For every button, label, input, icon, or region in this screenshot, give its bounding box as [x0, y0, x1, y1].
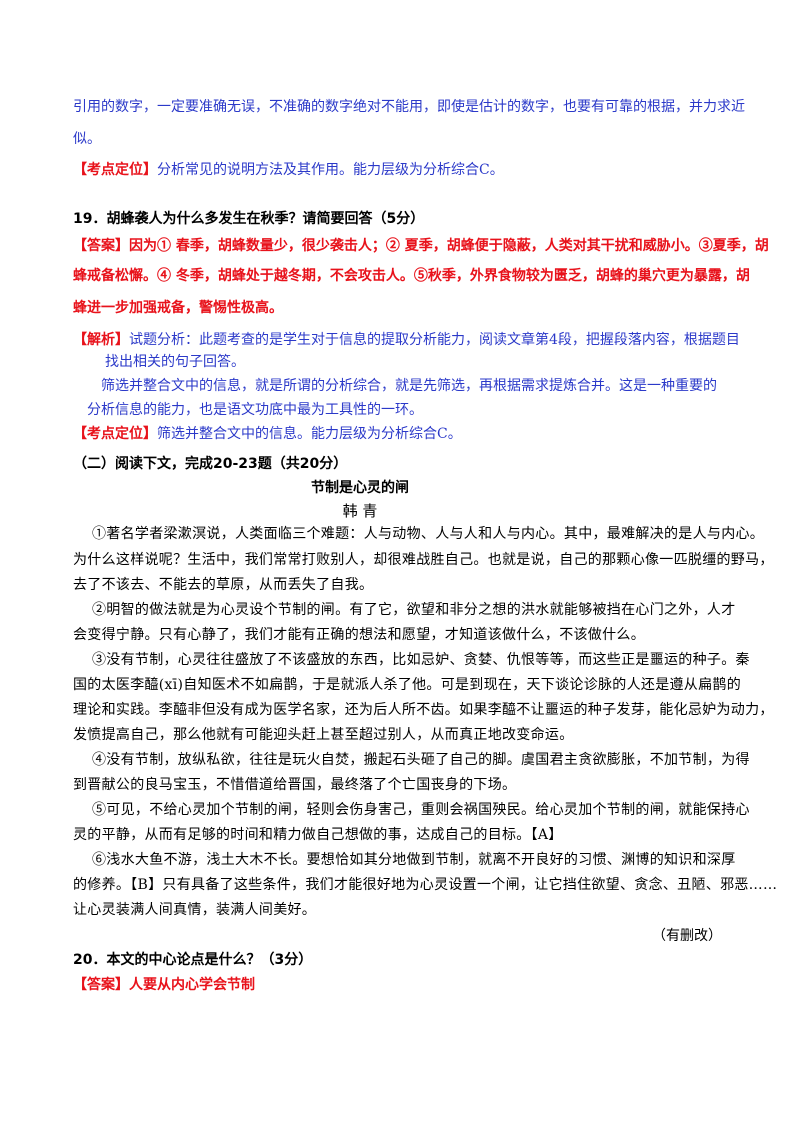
article-p6-line-2: 的修养。【B】只有具备了这些条件，我们才能很好地为心灵设置一个闸，让它挡住欲望、… — [73, 877, 778, 893]
article-author: 韩 青 — [342, 502, 378, 520]
q19-answer-line-3: 蜂进一步加强戒备，警惕性极高。 — [73, 300, 283, 316]
article-p3-line-2: 国的太医李醯(xī)自知医术不如扁鹊，于是就派人杀了他。可是到现在，天下谈论诊脉… — [73, 677, 741, 693]
q19-answer-line-1: 【答案】因为① 春季，胡蜂数量少，很少袭击人；② 夏季，胡蜂便于隐蔽，人类对其干… — [73, 236, 769, 256]
intro-line-2: 似。 — [73, 131, 101, 147]
article-p3-line-1: ③没有节制，心灵往往盛放了不该盛放的东西，比如忌妒、贪婪、仇恨等等，而这些正是噩… — [92, 652, 750, 668]
article-p1-line-1: ①著名学者梁漱溟说，人类面临三个难题：人与动物、人与人和人与内心。其中，最难解决… — [92, 526, 765, 542]
article-p2-line-1: ②明智的做法就是为心灵设个节制的闸。有了它，欲望和非分之想的洪水就能够被挡在心门… — [92, 602, 736, 618]
article-p2-line-2: 会变得宁静。只有心静了，我们才能有正确的想法和愿望，才知道该做什么，不该做什么。 — [73, 627, 645, 643]
article-p5-line-1: ⑤可见，不给心灵加个节制的闸，轻则会伤身害己，重则会祸国殃民。给心灵加个节制的闸… — [92, 802, 750, 818]
article-p1-line-3: 去了不该去、不能去的草原，从而丢失了自我。 — [73, 577, 374, 593]
article-p6-line-1: ⑥浅水大鱼不游，浅土大木不长。要想恰如其分地做到节制，就离不开良好的习惯、渊博的… — [92, 852, 736, 868]
q19-kaodian-text: 筛选并整合文中的信息。能力层级为分析综合C。 — [157, 426, 462, 442]
q19-analysis-tag: 【解析】 — [73, 332, 129, 348]
q19-analysis-text-1: 试题分析：此题考查的是学生对于信息的提取分析能力，阅读文章第4段，把握段落内容，… — [129, 332, 740, 348]
q19-kaodian-tag: 【考点定位】 — [73, 426, 157, 442]
q19-question: 19．胡蜂袭人为什么多发生在秋季？请简要回答（5分） — [73, 211, 425, 227]
q19-answer-line-2: 蜂戒备松懈。④ 冬季，胡蜂处于越冬期，不会攻击人。⑤秋季，外界食物较为匮乏，胡蜂… — [73, 268, 750, 284]
kaodian-1-tag: 【考点定位】 — [73, 162, 157, 178]
q20-answer: 【答案】人要从内心学会节制 — [73, 975, 255, 995]
section-2-heading: （二）阅读下文，完成20-23题（共20分） — [73, 456, 348, 472]
article-title: 节制是心灵的闸 — [311, 480, 409, 496]
article-p5-line-2: 灵的平静，从而有足够的时间和精力做自己想做的事，达成自己的目标。【A】 — [73, 827, 563, 843]
article-p4-line-2: 到晋献公的良马宝玉，不惜借道给晋国，最终落了个亡国丧身的下场。 — [73, 777, 517, 793]
q19-kaodian: 【考点定位】筛选并整合文中的信息。能力层级为分析综合C。 — [73, 424, 462, 444]
q20-answer-tag: 【答案】 — [73, 977, 129, 993]
q19-analysis-line-3: 筛选并整合文中的信息，就是所谓的分析综合，就是先筛选，再根据需求提炼合并。这是一… — [101, 378, 717, 394]
article-p3-line-4: 发愤提高自己，那么他就有可能迎头赶上甚至超过别人，从而真正地改变命运。 — [73, 727, 574, 743]
article-p6-line-3: 让心灵装满人间真情，装满人间美好。 — [73, 902, 317, 918]
q20-answer-text: 人要从内心学会节制 — [129, 977, 255, 993]
q19-analysis-line-4: 分析信息的能力，也是语文功底中最为工具性的一环。 — [87, 402, 423, 418]
q19-analysis-line-2: 找出相关的句子回答。 — [105, 354, 245, 370]
q20-question: 20．本文的中心论点是什么？（3分） — [73, 952, 313, 968]
article-note: （有删改） — [652, 928, 722, 944]
article-p4-line-1: ④没有节制，放纵私欲，往往是玩火自焚，搬起石头砸了自己的脚。虞国君主贪欲膨胀，不… — [92, 752, 750, 768]
article-p1-line-2: 为什么这样说呢？生活中，我们常常打败别人，却很难战胜自己。也就是说，自己的那颗心… — [73, 552, 774, 568]
q19-answer-tag: 【答案】 — [73, 238, 129, 254]
q19-analysis-line-1: 【解析】试题分析：此题考查的是学生对于信息的提取分析能力，阅读文章第4段，把握段… — [73, 330, 740, 350]
q19-answer-text-1: 因为① 春季，胡蜂数量少，很少袭击人；② 夏季，胡蜂便于隐蔽，人类对其干扰和威胁… — [129, 238, 769, 254]
kaodian-1-text: 分析常见的说明方法及其作用。能力层级为分析综合C。 — [157, 162, 504, 178]
intro-line-1: 引用的数字，一定要准确无误，不准确的数字绝对不能用，即使是估计的数字，也要有可靠… — [73, 99, 745, 115]
kaodian-1: 【考点定位】分析常见的说明方法及其作用。能力层级为分析综合C。 — [73, 160, 504, 180]
article-p3-line-3: 理论和实践。李醯非但没有成为医学名家，还为后人所不齿。如果李醯不让噩运的种子发芽… — [73, 702, 774, 718]
